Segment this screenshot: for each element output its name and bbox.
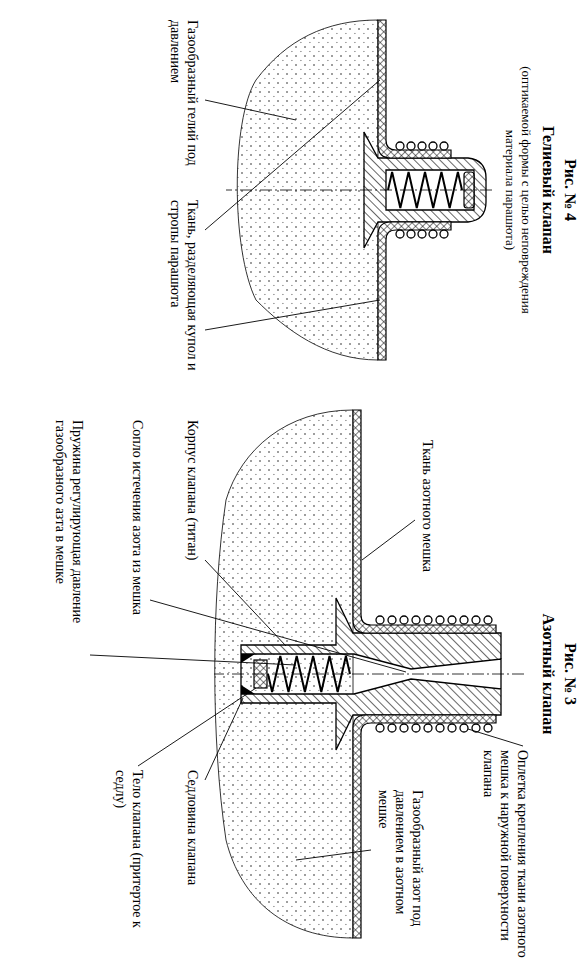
leader-line — [205, 300, 380, 330]
spring-symbol — [388, 172, 462, 208]
axis-line — [226, 190, 492, 191]
braid-wrap — [418, 230, 426, 238]
spring-symbol — [268, 656, 350, 692]
braid-wrap — [429, 230, 437, 238]
braid-wrap — [400, 616, 408, 624]
part-label: Сопло истечения азота из мешка — [129, 420, 146, 620]
braid-wrap — [484, 616, 492, 624]
braid-wrap — [429, 142, 437, 150]
part-label: Газообразный азот под давлением в азотно… — [375, 790, 426, 955]
braid-wrap — [388, 616, 396, 624]
braid-wrap — [407, 142, 415, 150]
leader-line — [205, 100, 296, 120]
braid-wrap — [448, 616, 456, 624]
leader-line — [205, 698, 243, 780]
leader-line — [468, 729, 523, 746]
braid-wrap — [436, 616, 444, 624]
braid-wrap — [460, 616, 468, 624]
braid-wrap — [388, 724, 396, 732]
braid-wrap — [424, 724, 432, 732]
braid-wrap — [484, 724, 492, 732]
leader-line — [205, 80, 380, 230]
braid-wrap — [412, 616, 420, 624]
part-label: Корпус клапана (титан) — [184, 420, 201, 590]
figure-number: Рис. № 4 — [560, 40, 580, 340]
part-label: Газообразный гелий под давлением — [167, 20, 201, 190]
braid-wrap — [460, 724, 468, 732]
part-label: Оплетка крепления ткани азотного мешка к… — [480, 750, 531, 960]
braid-wrap — [448, 724, 456, 732]
nitrogen-bag-fabric — [353, 410, 496, 633]
figure-title: Гелиевый клапан — [538, 40, 558, 340]
leader-line — [296, 850, 371, 860]
springs-and-braids — [268, 142, 492, 732]
figure-note: (оптикаемой формы с целью неповреждения … — [502, 40, 534, 340]
leader-line — [138, 688, 256, 766]
figure-number: Рис. № 3 — [560, 574, 580, 774]
leader-line — [205, 560, 286, 646]
part-label: Седловина клапана — [184, 770, 201, 940]
leader-line — [150, 600, 406, 672]
canopy-fabric — [378, 222, 451, 360]
braid-wrap — [472, 616, 480, 624]
braid-wrap — [412, 724, 420, 732]
figure-title: Азотный клапан — [538, 574, 558, 774]
leader-lines — [90, 80, 523, 860]
braid-wrap — [440, 230, 448, 238]
part-label: Ткань азотного мешка — [419, 440, 436, 590]
leader-line — [362, 520, 415, 560]
braid-wrap — [396, 142, 404, 150]
braid-wrap — [440, 142, 448, 150]
braid-wrap — [400, 724, 408, 732]
part-label: Пружина регулирующая давление газообразн… — [52, 420, 86, 670]
canopy-fabric — [378, 20, 451, 158]
braid-wrap — [436, 724, 444, 732]
axis-line — [214, 674, 524, 675]
braid-wrap — [396, 230, 404, 238]
braid-wrap — [424, 616, 432, 624]
braid-wrap — [376, 616, 384, 624]
part-label: Ткань, разделяющая купол и стропы парашю… — [167, 200, 201, 375]
braid-wrap — [418, 142, 426, 150]
leader-line — [90, 655, 296, 665]
part-label: Тело клапана (притертое к седлу) — [112, 770, 146, 960]
braid-wrap — [376, 724, 384, 732]
braid-wrap — [407, 230, 415, 238]
